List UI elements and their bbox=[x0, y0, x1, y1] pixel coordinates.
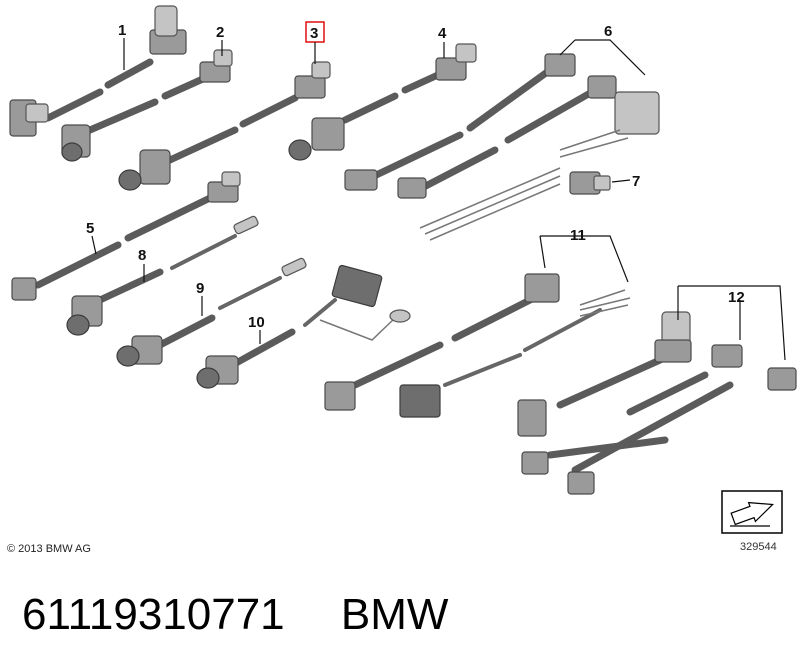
part-6[interactable] bbox=[344, 53, 660, 199]
part-9[interactable] bbox=[116, 314, 216, 367]
callout-1: 1 bbox=[118, 22, 126, 39]
part-7[interactable] bbox=[569, 171, 611, 195]
part-4[interactable] bbox=[288, 43, 477, 161]
part-2[interactable] bbox=[61, 49, 233, 162]
copyright-notice: © 2013 BMW AG bbox=[7, 543, 91, 555]
callout-10: 10 bbox=[248, 314, 265, 331]
part-number: 61119310771 bbox=[22, 590, 285, 639]
brand-name: BMW bbox=[340, 590, 449, 639]
callout-2: 2 bbox=[216, 24, 224, 41]
leader-7 bbox=[611, 179, 631, 183]
callout-8: 8 bbox=[138, 247, 146, 264]
leader-6b bbox=[559, 39, 576, 56]
part-12[interactable] bbox=[517, 311, 797, 495]
pin-parts bbox=[170, 215, 307, 310]
leader-5 bbox=[91, 235, 97, 255]
part-1[interactable] bbox=[9, 5, 187, 137]
callout-7: 7 bbox=[632, 173, 640, 190]
parts-diagram: 1 2 3 4 5 bbox=[9, 5, 797, 534]
part-11[interactable] bbox=[324, 273, 631, 418]
leader-11a bbox=[540, 235, 629, 283]
leader-11b bbox=[539, 235, 546, 269]
callout-11: 11 bbox=[570, 227, 586, 244]
part-5[interactable] bbox=[11, 171, 241, 301]
sheet-reference-icon bbox=[721, 490, 783, 534]
callout-4: 4 bbox=[438, 25, 447, 42]
leader-6a bbox=[575, 39, 646, 76]
callout-3: 3 bbox=[310, 25, 318, 42]
callout-12: 12 bbox=[728, 289, 745, 306]
part-10[interactable] bbox=[196, 264, 411, 389]
wire-harness bbox=[419, 167, 561, 241]
callout-6: 6 bbox=[604, 23, 612, 40]
part-3[interactable] bbox=[118, 61, 331, 191]
leader-12a bbox=[678, 285, 786, 361]
part-8[interactable] bbox=[66, 268, 164, 336]
callout-5: 5 bbox=[86, 220, 94, 237]
image-number: 329544 bbox=[740, 541, 777, 553]
callout-9: 9 bbox=[196, 280, 204, 297]
footer-caption: 61119310771 BMW bbox=[22, 590, 448, 640]
